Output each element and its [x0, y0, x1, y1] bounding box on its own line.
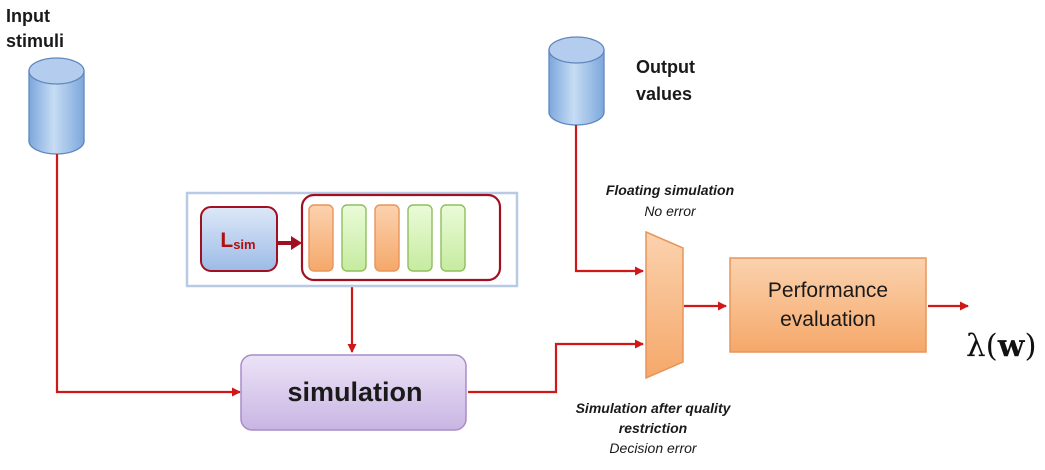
- input-label-line1: Input: [6, 6, 50, 26]
- floating-simulation-label: Floating simulation No error: [585, 180, 755, 222]
- floating-title: Floating simulation: [605, 182, 735, 198]
- output-values-label: Output values: [636, 54, 695, 108]
- lambda-output-label: λ(w): [966, 328, 1037, 364]
- performance-label-line1: Performance: [767, 279, 889, 302]
- output-database-icon: [548, 36, 605, 126]
- queue-slot-orange: [308, 204, 334, 272]
- restriction-subtitle: Decision error: [609, 440, 697, 456]
- restriction-title-line2: restriction: [618, 420, 688, 436]
- queue-slot-orange: [374, 204, 400, 272]
- queue-slot-green: [407, 204, 433, 272]
- selector-mux: [645, 230, 684, 380]
- simulation-to-mux-arrow: [468, 339, 644, 394]
- restriction-title-line1: Simulation after quality: [575, 400, 731, 416]
- lsim-panel: [185, 191, 519, 288]
- lsim-subscript: sim: [233, 236, 256, 252]
- input-database-icon: [28, 57, 85, 155]
- quality-restriction-label: Simulation after quality restriction Dec…: [548, 398, 758, 458]
- lambda-argument: w: [997, 328, 1025, 364]
- lsim-base: L: [220, 229, 234, 252]
- floating-subtitle: No error: [644, 203, 696, 219]
- performance-box: [729, 257, 927, 353]
- input-label-line2: stimuli: [6, 31, 65, 51]
- lambda-symbol: λ: [966, 328, 986, 364]
- queue-slot-green: [440, 204, 466, 272]
- performance-label: Performance evaluation: [730, 258, 926, 352]
- performance-label-line2: evaluation: [780, 308, 876, 331]
- queue-slots: [308, 204, 466, 272]
- simulation-box: [240, 354, 467, 431]
- input-to-simulation-arrow: [55, 154, 241, 397]
- queue-slot-green: [341, 204, 367, 272]
- input-stimuli-label: Input stimuli: [6, 4, 64, 54]
- simulation-label: simulation: [287, 377, 423, 407]
- output-label-line1: Output: [636, 57, 695, 77]
- lsim-to-queue-arrow: [278, 236, 302, 250]
- output-label-line2: values: [636, 84, 693, 104]
- output-to-mux-arrow: [574, 125, 644, 276]
